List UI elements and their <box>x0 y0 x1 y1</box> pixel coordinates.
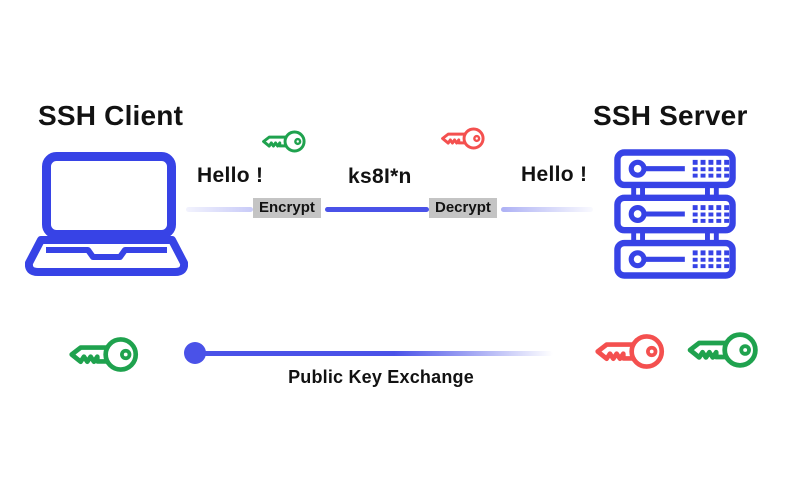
laptop-icon <box>25 151 188 276</box>
client-plaintext-message: Hello ! <box>197 164 264 187</box>
decrypt-label: Decrypt <box>429 198 497 218</box>
server-plaintext-message: Hello ! <box>521 163 588 186</box>
server-rack-icon <box>614 149 736 279</box>
encrypt-key-icon <box>260 126 308 157</box>
server-title: SSH Server <box>593 100 748 131</box>
decrypt-key-icon <box>439 123 487 154</box>
exchange-origin-dot <box>184 342 206 364</box>
encrypt-label: Encrypt <box>253 198 321 218</box>
client-title: SSH Client <box>38 100 184 131</box>
client-public-key-icon <box>66 330 142 379</box>
server-private-key-icon <box>592 327 668 376</box>
exchange-line <box>200 351 553 356</box>
server-public-key-icon <box>684 325 762 375</box>
ciphertext-message: ks8I*n <box>348 165 412 188</box>
channel-line-server-segment <box>501 207 593 212</box>
exchange-label: Public Key Exchange <box>288 367 474 387</box>
channel-line-encrypted-segment <box>325 207 429 212</box>
channel-line-client-segment <box>186 207 253 212</box>
